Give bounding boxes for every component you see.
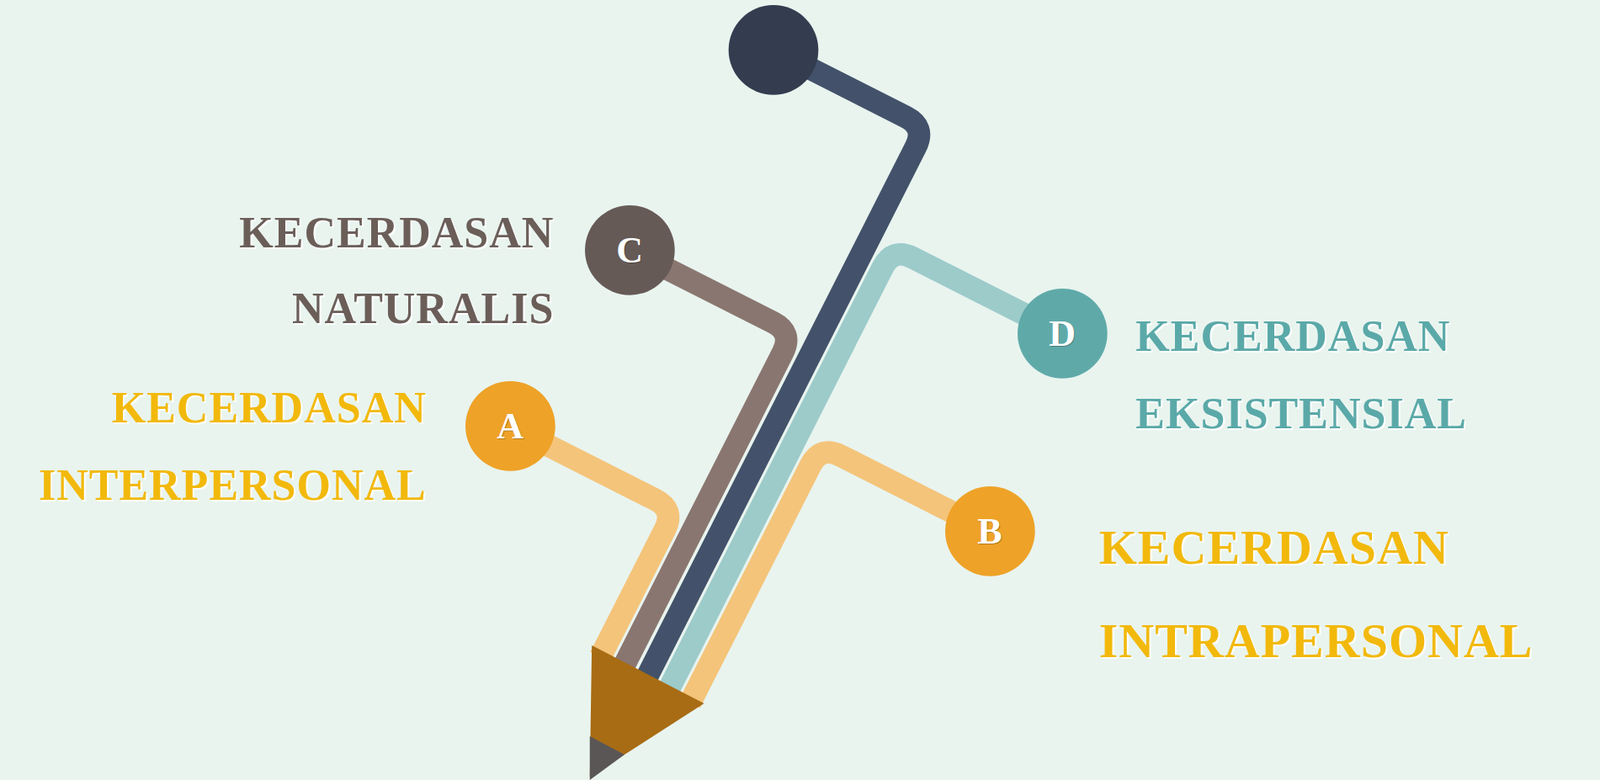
top-dot	[728, 5, 819, 96]
circle-shape	[1017, 288, 1108, 379]
circle-shape	[945, 486, 1036, 577]
intelligence-label: KECERDASAN NATURALIS	[239, 195, 554, 349]
intelligence-node: DKECERDASAN EKSISTENSIAL	[1017, 288, 1108, 379]
intelligence-node: BKECERDASAN INTRAPERSONAL	[945, 486, 1036, 577]
node-letter: D	[1017, 288, 1108, 379]
node-letter: A	[465, 381, 556, 472]
pencil-lead	[590, 736, 625, 780]
node-letter: C	[584, 205, 676, 296]
intelligence-node: CKECERDASAN NATURALIS	[584, 205, 676, 296]
intelligence-node: AKECERDASAN INTERPERSONAL	[465, 381, 556, 472]
intelligence-label: KECERDASAN EKSISTENSIAL	[1135, 297, 1468, 453]
stripe-b	[690, 452, 990, 704]
stripe-main	[645, 49, 920, 681]
intelligence-label: KECERDASAN INTERPERSONAL	[38, 369, 427, 525]
intelligence-label: KECERDASAN INTRAPERSONAL	[1099, 501, 1534, 688]
circle-shape	[584, 205, 676, 296]
circle-shape	[465, 381, 556, 472]
node-letter: B	[945, 486, 1036, 577]
